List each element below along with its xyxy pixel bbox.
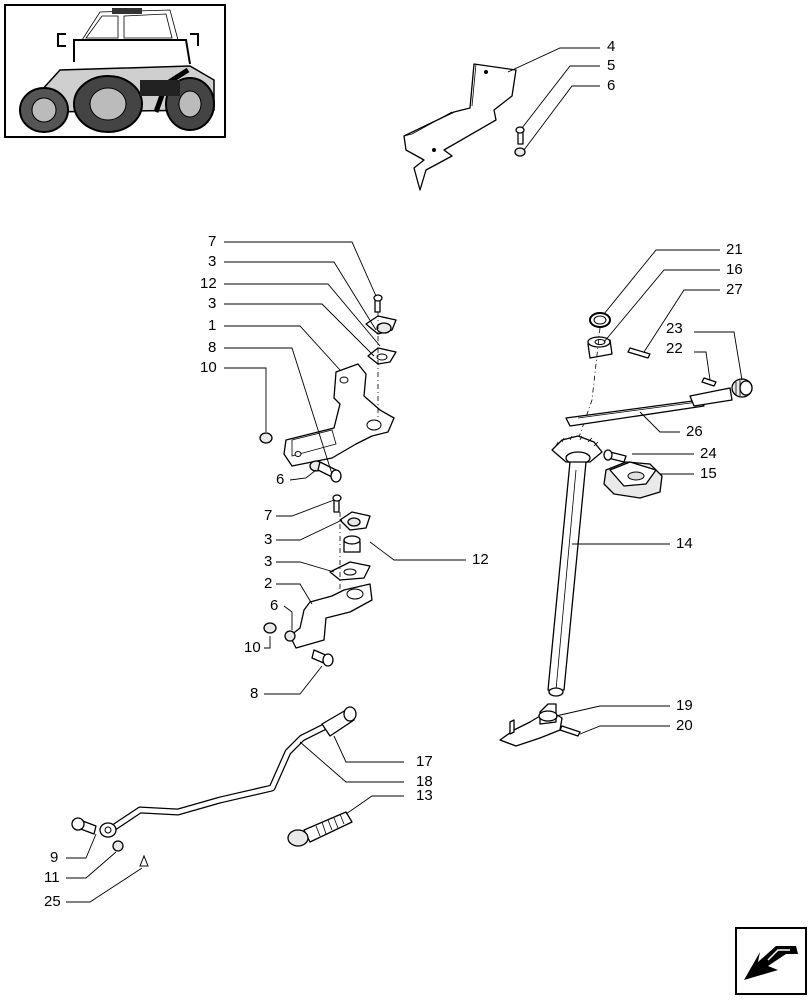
snap-ring-part-21 (589, 312, 611, 328)
callout-14: 14 (676, 535, 693, 552)
pinion-part-16 (587, 336, 613, 359)
cover-plate-part-4 (403, 63, 517, 191)
callout-5: 5 (607, 57, 615, 74)
callout-19: 19 (676, 697, 693, 714)
callout-20: 20 (676, 717, 693, 734)
washer-part-6 (284, 630, 296, 642)
knob-part-23 (731, 378, 753, 398)
pin-part-22 (701, 377, 717, 387)
bracket-part-2 (289, 494, 373, 649)
washer-part-10 (263, 622, 277, 634)
callout-10: 10 (200, 359, 217, 376)
lever-rod-part-18 (99, 722, 330, 838)
callout-8: 8 (208, 339, 216, 356)
callout-22: 22 (666, 340, 683, 357)
callout-15: 15 (700, 465, 717, 482)
callout-7: 7 (208, 233, 216, 250)
bolt-part-8 (311, 649, 334, 667)
bolt-part-8 (317, 461, 342, 483)
callout-24: 24 (700, 445, 717, 462)
callout-3: 3 (208, 253, 216, 270)
callout-8: 8 (250, 685, 258, 702)
cotter-pin-part-25 (139, 854, 149, 867)
grip-part-17 (321, 706, 357, 737)
callout-26: 26 (686, 423, 703, 440)
washer-part-10 (259, 432, 273, 444)
upper-pin-assembly (365, 294, 397, 420)
callout-3: 3 (264, 531, 272, 548)
pin-part-27 (627, 347, 651, 359)
callout-9: 9 (50, 849, 58, 866)
callout-3: 3 (264, 553, 272, 570)
callout-7: 7 (264, 507, 272, 524)
callout-27: 27 (726, 281, 743, 298)
bolt-part-24 (603, 449, 627, 463)
bracket-part-1 (283, 363, 395, 467)
tractor-cab-icon (4, 4, 226, 138)
callout-18: 18 (416, 773, 433, 790)
callout-6: 6 (607, 77, 615, 94)
bushing-part-13 (287, 811, 353, 847)
callout-12: 12 (472, 551, 489, 568)
callout-16: 16 (726, 261, 743, 278)
callout-12: 12 (200, 275, 217, 292)
rack-part-26 (565, 387, 733, 427)
callout-25: 25 (44, 893, 61, 910)
callout-6: 6 (270, 597, 278, 614)
callout-10: 10 (244, 639, 261, 656)
screw-part-5 (514, 126, 526, 157)
guide-part-15 (603, 461, 663, 499)
washer-part-11 (112, 840, 124, 852)
callout-2: 2 (264, 575, 272, 592)
callout-1: 1 (208, 317, 216, 334)
callout-4: 4 (607, 38, 615, 55)
pin-part-20 (559, 725, 581, 737)
bolt-part-9 (71, 817, 97, 835)
gear-segment-part-14 (547, 435, 603, 697)
callout-21: 21 (726, 241, 743, 258)
callout-17: 17 (416, 753, 433, 770)
callout-11: 11 (44, 869, 60, 886)
callout-13: 13 (416, 787, 433, 804)
arrow-left-down-icon[interactable] (735, 927, 807, 995)
callout-23: 23 (666, 320, 683, 337)
bracket-part-19 (499, 703, 563, 747)
callout-6: 6 (276, 471, 284, 488)
callout-3: 3 (208, 295, 216, 312)
